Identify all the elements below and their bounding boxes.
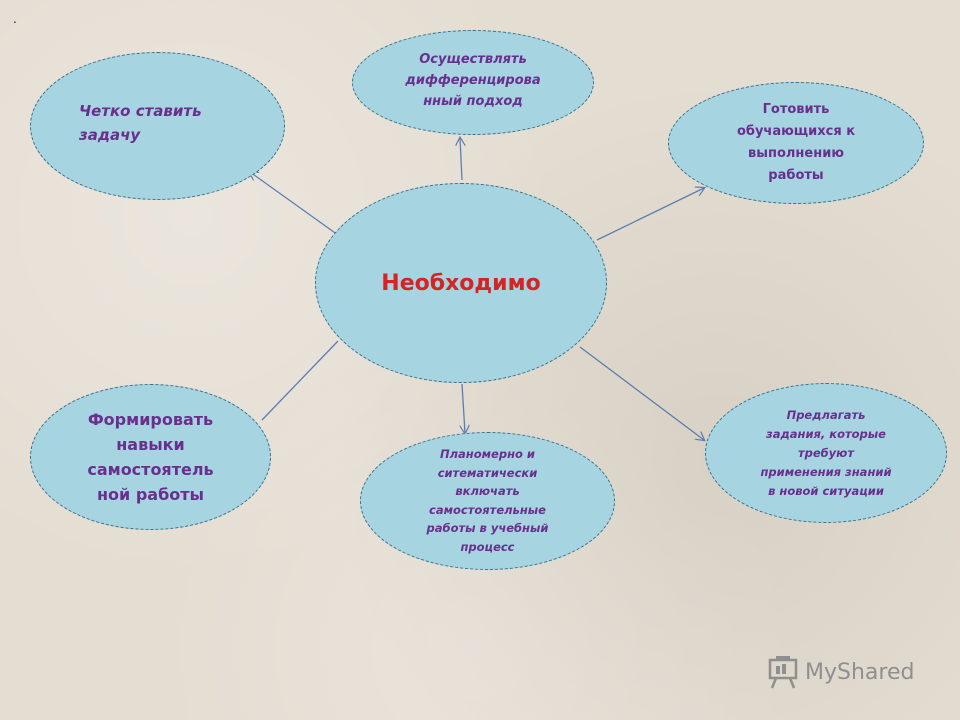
node-top-right-label: Готовить обучающихся к выполнению работы [736, 102, 856, 183]
watermark-text: MyShared [805, 659, 915, 685]
node-top-left-label: Четко ставить задачу [79, 102, 202, 144]
arrow-to-bottom-right [579, 346, 704, 440]
presentation-board-icon [768, 656, 798, 689]
corner-mark: . [13, 12, 17, 26]
center-node: Необходимо [315, 183, 607, 383]
node-top-label: Осуществлять дифференцирова нный подход [405, 52, 541, 109]
arrow-to-top-left [250, 172, 339, 236]
node-bottom: Планомерно и ситематически включать само… [360, 432, 615, 570]
arrow-to-bottom-left [261, 340, 339, 421]
arrow-to-top [460, 138, 462, 181]
node-bottom-right-label: Предлагать задания, которые требуют прим… [760, 407, 892, 498]
center-label: Необходимо [381, 270, 541, 296]
node-bottom-label: Планомерно и ситематически включать само… [426, 447, 549, 554]
node-top-left: Четко ставить задачу [30, 52, 285, 200]
node-bottom-right: Предлагать задания, которые требуют прим… [705, 383, 947, 523]
node-bottom-left: Формировать навыки самостоятель ной рабо… [30, 384, 271, 530]
arrow-to-bottom [462, 383, 465, 433]
node-top: Осуществлять дифференцирова нный подход [352, 30, 594, 135]
node-bottom-left-label: Формировать навыки самостоятель ной рабо… [87, 410, 214, 504]
arrow-to-top-right [596, 188, 704, 241]
watermark: MyShared [767, 654, 914, 690]
node-top-right: Готовить обучающихся к выполнению работы [668, 82, 924, 204]
